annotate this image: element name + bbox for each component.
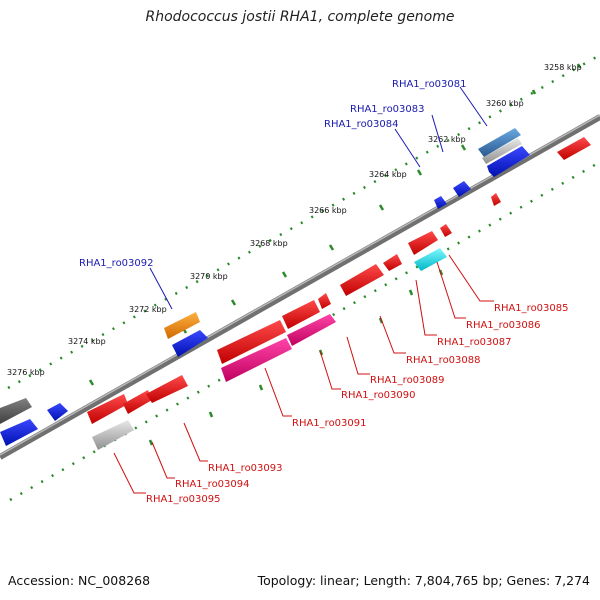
cds-arrow[interactable] (282, 300, 320, 329)
gene-label[interactable]: RHA1_ro03085 (494, 303, 569, 314)
tick-label: 3272 kbp (129, 305, 167, 314)
cds-arrow[interactable] (408, 231, 438, 255)
cds-arrow[interactable] (92, 420, 134, 450)
cds-arrow[interactable] (172, 330, 208, 357)
cds-arrow[interactable] (0, 419, 38, 446)
gene-label[interactable]: RHA1_ro03090 (341, 390, 416, 401)
cds-features-bottom-strand (87, 193, 501, 450)
cds-arrow[interactable] (340, 264, 384, 296)
gene-label[interactable]: RHA1_ro03081 (392, 79, 467, 90)
cds-arrow[interactable] (434, 196, 447, 209)
gene-label[interactable]: RHA1_ro03088 (406, 355, 481, 366)
gene-label[interactable]: RHA1_ro03086 (466, 320, 541, 331)
map-title: Rhodococcus jostii RHA1, complete genome (145, 9, 455, 25)
gene-label[interactable]: RHA1_ro03093 (208, 463, 283, 474)
tick-label: 3274 kbp (68, 337, 106, 346)
genome-summary-text: Topology: linear; Length: 7,804,765 bp; … (257, 573, 590, 588)
cds-arrow[interactable] (491, 193, 501, 206)
cds-arrow[interactable] (318, 293, 331, 309)
gene-label[interactable]: RHA1_ro03083 (350, 104, 425, 115)
gene-label[interactable]: RHA1_ro03091 (292, 418, 367, 429)
cds-arrow[interactable] (478, 128, 521, 157)
scale-labels: 3258 kbp 3260 kbp 3262 kbp 3264 kbp 3266… (7, 63, 582, 377)
tick-label: 3260 kbp (486, 99, 524, 108)
gene-labels-bottom-text: RHA1_ro03085 RHA1_ro03086 RHA1_ro03087 R… (146, 303, 569, 505)
cds-arrow[interactable] (482, 138, 522, 164)
accession-text: Accession: NC_008268 (8, 573, 151, 588)
cds-arrow[interactable] (453, 181, 471, 197)
cds-arrow[interactable] (146, 375, 188, 403)
gene-label[interactable]: RHA1_ro03094 (175, 479, 250, 490)
gene-labels-bottom (113, 254, 494, 494)
cds-arrow[interactable] (217, 320, 286, 364)
tick-label: 3264 kbp (369, 170, 407, 179)
cds-features-top-strand (0, 128, 591, 446)
cds-arrow[interactable] (47, 403, 68, 421)
gene-labels-top: RHA1_ro03081 RHA1_ro03083 RHA1_ro03084 R… (79, 79, 488, 310)
cds-arrow[interactable] (440, 224, 452, 237)
cds-arrow[interactable] (287, 314, 336, 346)
gene-label[interactable]: RHA1_ro03087 (437, 337, 512, 348)
cds-arrow[interactable] (123, 390, 152, 414)
cds-arrow[interactable] (414, 248, 447, 271)
cds-arrow[interactable] (383, 254, 402, 271)
cds-arrow[interactable] (221, 338, 292, 382)
tick-label: 3268 kbp (250, 239, 288, 248)
tick-label: 3258 kbp (544, 63, 582, 72)
gene-label[interactable]: RHA1_ro03084 (324, 119, 399, 130)
cds-arrow[interactable] (87, 394, 128, 424)
gene-label[interactable]: RHA1_ro03089 (370, 375, 445, 386)
cds-arrow[interactable] (557, 137, 591, 160)
cds-arrow[interactable] (164, 312, 200, 339)
gene-label[interactable]: RHA1_ro03095 (146, 494, 221, 505)
cds-arrow[interactable] (0, 398, 32, 424)
tick-label: 3266 kbp (309, 206, 347, 215)
tick-label: 3270 kbp (190, 272, 228, 281)
cds-arrow[interactable] (487, 146, 530, 177)
gene-label[interactable]: RHA1_ro03092 (79, 258, 154, 269)
tick-label: 3262 kbp (428, 135, 466, 144)
tick-label: 3276 kbp (7, 368, 45, 377)
